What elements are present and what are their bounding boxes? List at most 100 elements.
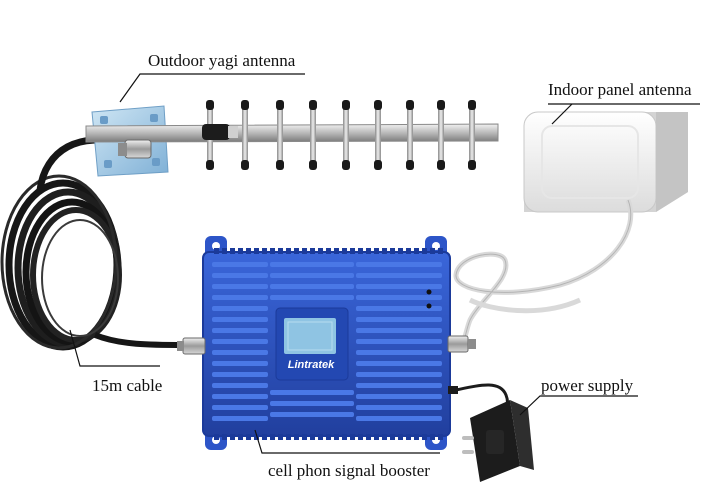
edge-tooth <box>278 434 283 440</box>
heat-sink-fin <box>270 401 354 406</box>
edge-tooth <box>310 248 315 254</box>
heat-sink-fin <box>212 361 268 366</box>
edge-tooth <box>278 248 283 254</box>
edge-tooth <box>214 434 219 440</box>
heat-sink-fin <box>356 328 442 333</box>
edge-tooth <box>438 248 443 254</box>
yagi-element-rod <box>310 104 316 164</box>
leader-power <box>520 396 638 415</box>
edge-tooth <box>366 248 371 254</box>
edge-tooth <box>286 434 291 440</box>
leader-yagi <box>120 74 305 102</box>
edge-tooth <box>342 434 347 440</box>
edge-tooth <box>334 248 339 254</box>
yagi-element-rod <box>242 104 248 164</box>
heat-sink-fin <box>356 416 442 421</box>
edge-tooth <box>318 434 323 440</box>
edge-tooth <box>302 248 307 254</box>
edge-tooth <box>422 248 427 254</box>
edge-tooth <box>366 434 371 440</box>
booster-output-connector <box>448 336 476 352</box>
cable-to-booster <box>95 335 185 345</box>
edge-tooth <box>326 248 331 254</box>
yagi-rod-cap <box>276 100 284 110</box>
heat-sink-fin <box>270 412 354 417</box>
edge-tooth <box>286 248 291 254</box>
yagi-rod-cap <box>468 100 476 110</box>
heat-sink-fin <box>212 394 268 399</box>
heat-sink-fin <box>212 372 268 377</box>
edge-tooth <box>230 434 235 440</box>
edge-tooth <box>398 434 403 440</box>
yagi-rod-cap <box>342 160 350 170</box>
edge-tooth <box>358 434 363 440</box>
yagi-rod-cap <box>309 100 317 110</box>
heat-sink-fin <box>356 273 442 278</box>
edge-tooth <box>310 434 315 440</box>
yagi-rod-cap <box>241 100 249 110</box>
edge-tooth <box>350 434 355 440</box>
heat-sink-fin <box>356 383 442 388</box>
edge-tooth <box>318 248 323 254</box>
heat-sink-fin <box>212 328 268 333</box>
edge-tooth <box>214 248 219 254</box>
heat-sink-fin <box>212 284 268 289</box>
edge-tooth <box>398 248 403 254</box>
edge-tooth <box>270 434 275 440</box>
booster-input-connector <box>177 338 205 354</box>
yagi-element-rod <box>407 104 413 164</box>
heat-sink-fin <box>270 284 354 289</box>
heat-sink-fin <box>270 295 354 300</box>
heat-sink-fin <box>356 394 442 399</box>
indoor-panel-antenna <box>524 112 688 212</box>
heat-sink-fin <box>212 339 268 344</box>
edge-tooth <box>302 434 307 440</box>
label-outdoor-yagi-antenna: Outdoor yagi antenna <box>148 52 295 69</box>
label-indoor-panel-antenna: Indoor panel antenna <box>548 81 692 98</box>
edge-tooth <box>382 248 387 254</box>
edge-tooth <box>222 434 227 440</box>
coiled-cable <box>2 176 119 348</box>
edge-tooth <box>294 248 299 254</box>
edge-tooth <box>350 248 355 254</box>
yagi-antenna <box>86 100 498 176</box>
heat-sink-fin <box>356 339 442 344</box>
edge-tooth <box>430 248 435 254</box>
edge-tooth <box>238 434 243 440</box>
yagi-rod-cap <box>342 100 350 110</box>
yagi-rod-cap <box>406 100 414 110</box>
yagi-element-rod <box>343 104 349 164</box>
edge-tooth <box>262 248 267 254</box>
yagi-rod-cap <box>206 100 214 110</box>
yagi-element-rod <box>469 104 475 164</box>
edge-tooth <box>406 248 411 254</box>
heat-sink-fin <box>212 273 268 278</box>
yagi-rod-cap <box>374 100 382 110</box>
edge-tooth <box>222 248 227 254</box>
heat-sink-fin <box>212 405 268 410</box>
edge-tooth <box>294 434 299 440</box>
edge-tooth <box>414 434 419 440</box>
heat-sink-fin <box>212 306 268 311</box>
edge-tooth <box>382 434 387 440</box>
edge-tooth <box>390 434 395 440</box>
edge-tooth <box>254 248 259 254</box>
white-cable <box>456 200 631 342</box>
edge-tooth <box>422 434 427 440</box>
heat-sink-fin <box>270 390 354 395</box>
edge-tooth <box>334 434 339 440</box>
label-15m-cable: 15m cable <box>92 377 162 394</box>
yagi-rod-cap <box>406 160 414 170</box>
yagi-rod-cap <box>206 160 214 170</box>
heat-sink-fin <box>356 361 442 366</box>
yagi-rod-cap <box>437 100 445 110</box>
label-signal-booster: cell phon signal booster <box>268 462 430 479</box>
brand-logo: Lintratek <box>288 359 335 371</box>
heat-sink-fin <box>270 273 354 278</box>
heat-sink-fin <box>356 295 442 300</box>
label-power-supply: power supply <box>541 377 633 394</box>
heat-sink-fin <box>212 317 268 322</box>
heat-sink-fin <box>356 350 442 355</box>
yagi-element-rod <box>375 104 381 164</box>
